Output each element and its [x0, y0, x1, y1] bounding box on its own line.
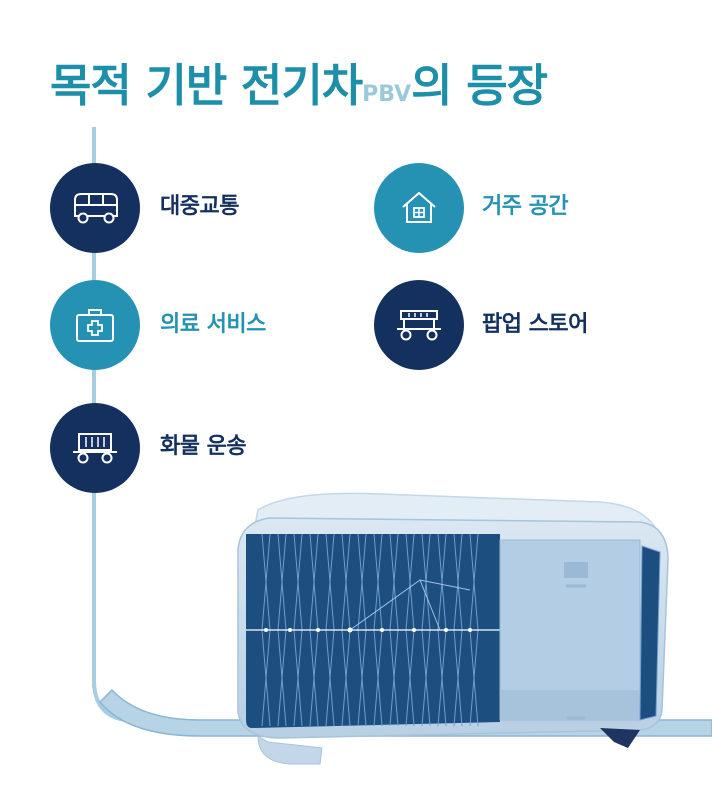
vehicle-rear-glass	[639, 545, 661, 721]
item-label-medical-service: 의료 서비스	[160, 312, 266, 337]
pbv-vehicle-illustration	[92, 492, 712, 765]
vehicle-glass-dots	[264, 627, 472, 633]
vehicle-front-glass	[246, 534, 500, 728]
popup-store-circle	[374, 280, 464, 370]
medical-kit-icon	[76, 309, 114, 342]
vehicle-front-bumper	[257, 735, 323, 765]
title-main: 목적 기반 전기차	[50, 59, 363, 112]
cargo-truck-icon	[73, 433, 117, 464]
vehicle-side-window	[564, 562, 588, 578]
living-space-circle	[374, 163, 464, 253]
vehicle-rear-wheel	[600, 728, 640, 748]
medical-service-circle	[50, 280, 140, 370]
title-abbr: PBV	[362, 82, 412, 107]
house-icon	[402, 192, 436, 223]
public-transit-circle	[50, 163, 140, 253]
page-title: 목적 기반 전기차PBV의 등장	[50, 58, 548, 123]
item-label-popup-store: 팝업 스토어	[482, 312, 588, 337]
vehicle-side-skirt	[500, 690, 640, 720]
cargo-transport-circle	[50, 403, 140, 493]
title-suffix: 의 등장	[411, 59, 548, 112]
item-label-living-space: 거주 공간	[482, 194, 569, 219]
bus-icon	[74, 193, 118, 224]
popup-store-cart-icon	[397, 310, 441, 341]
item-label-cargo-transport: 화물 운송	[160, 434, 247, 459]
item-label-public-transit: 대중교통	[160, 194, 239, 219]
